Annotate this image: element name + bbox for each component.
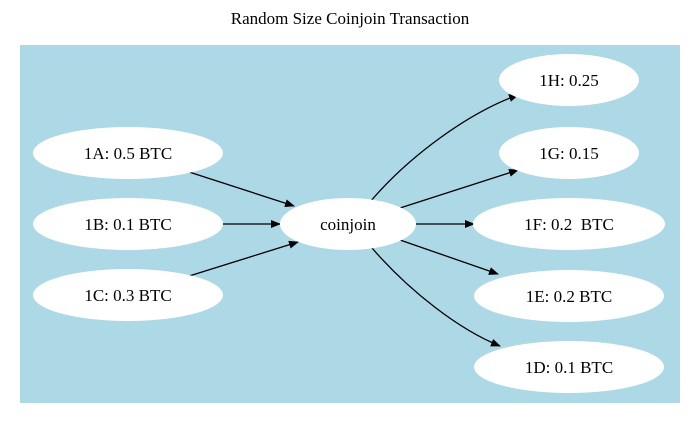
edges [185,94,519,347]
edge-coinjoin-1d [371,247,501,347]
diagram-title: Random Size Coinjoin Transaction [231,9,470,28]
node-1a: 1A: 0.5 BTC [33,127,223,179]
edge-1c-coinjoin [185,240,299,278]
node-1d-label: 1D: 0.1 BTC [525,358,613,377]
node-1f-shape [473,198,665,250]
node-1g-label: 1G: 0.15 [539,144,599,163]
node-1h-shape [499,54,639,106]
node-1e-shape [474,270,664,322]
node-1b-shape [33,198,223,250]
node-coinjoin-label: coinjoin [320,215,376,234]
node-1a-label: 1A: 0.5 BTC [84,144,172,163]
node-1e: 1E: 0.2 BTC [474,270,664,322]
node-1a-shape [33,127,223,179]
node-1e-label: 1E: 0.2 BTC [526,287,612,306]
node-coinjoin-shape [280,198,416,250]
node-1c-label: 1C: 0.3 BTC [84,286,171,305]
node-1d-shape [474,341,664,393]
node-1g: 1G: 0.15 [499,127,639,179]
node-1c-shape [33,269,223,321]
node-1f: 1F: 0.2 BTC [473,198,665,250]
node-1g-shape [499,127,639,179]
node-1b-label: 1B: 0.1 BTC [84,215,171,234]
node-1b: 1B: 0.1 BTC [33,198,223,250]
edge-coinjoin-1h [369,94,519,203]
edge-coinjoin-1e [399,239,499,275]
node-1d: 1D: 0.1 BTC [474,341,664,393]
edge-coinjoin-1g [399,168,519,209]
node-1h: 1H: 0.25 [499,54,639,106]
node-1c: 1C: 0.3 BTC [33,269,223,321]
node-1f-label: 1F: 0.2 BTC [524,215,614,234]
node-1h-label: 1H: 0.25 [539,71,599,90]
node-coinjoin: coinjoin [280,198,416,250]
edge-1a-coinjoin [185,170,295,208]
